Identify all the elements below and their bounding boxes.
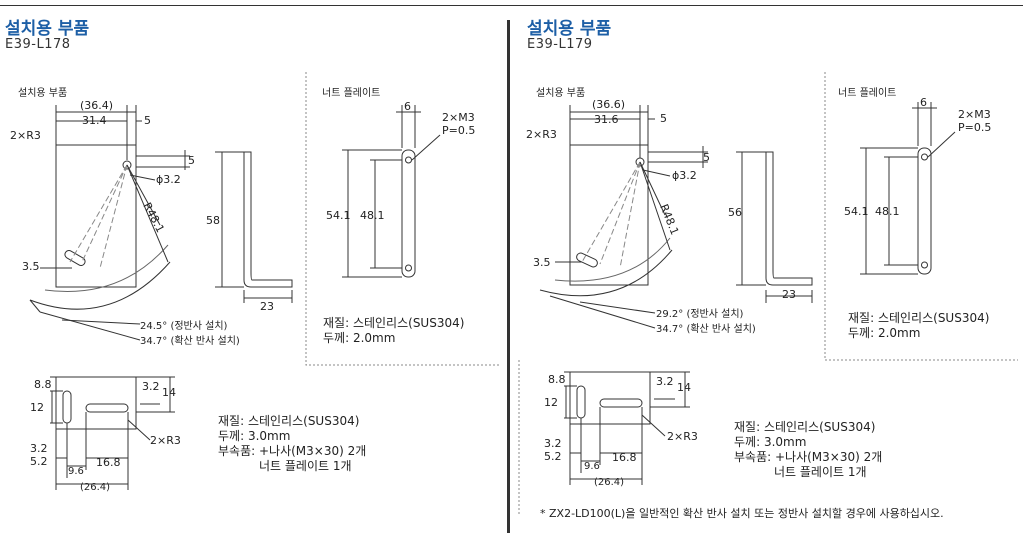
- left-bracket-label: 설치용 부품: [18, 88, 68, 99]
- right-bracket-front: [569, 144, 649, 286]
- left-nut-thickness: 두께: 2.0mm: [323, 331, 396, 345]
- left-heading: 설치용 부품: [5, 19, 90, 39]
- r-nut-dim-p05: P=0.5: [958, 121, 991, 134]
- dim-36-4: (36.4): [80, 99, 113, 112]
- left-nut-plate: [401, 149, 416, 278]
- r-dim-2r3a: 2×R3: [526, 128, 557, 141]
- right-arc-outer: [539, 249, 673, 297]
- right-nut-plate: [917, 147, 932, 275]
- b-dim-26-4: (26.4): [80, 482, 110, 493]
- right-nut-material: 재질: 스테인리스(SUS304): [848, 311, 990, 325]
- right-slot-hole: [576, 252, 598, 268]
- b-dim-2r3: 2×R3: [150, 434, 181, 447]
- right-accessory-2: 너트 플레이트 1개: [774, 465, 867, 479]
- b-dim-3-2a: 3.2: [142, 380, 160, 393]
- left-accessory-1: 부속품: +나사(M3×30) 2개: [218, 444, 367, 458]
- left-bracket-hole: [122, 160, 132, 170]
- b-dim-9-6: 9.6: [68, 466, 84, 477]
- right-material: 재질: 스테인리스(SUS304): [734, 420, 876, 434]
- b-dim-8-8: 8.8: [34, 378, 52, 391]
- b-dim-16-8: 16.8: [96, 456, 121, 469]
- nut-dim-6: 6: [404, 100, 411, 113]
- r-b-dim-9-6: 9.6: [584, 461, 600, 472]
- r-nut-dim-6: 6: [920, 96, 927, 109]
- left-bottom-slot-h: [85, 403, 129, 413]
- dim-phi: ϕ3.2: [156, 173, 181, 186]
- r-nut-dim-48: 48.1: [875, 205, 900, 218]
- r-b-dim-12: 12: [544, 396, 558, 409]
- angle-2: 34.7° (확산 반사 설치): [140, 335, 240, 347]
- left-slot-hole: [64, 250, 86, 266]
- right-nut-frame: [824, 72, 1018, 361]
- r-b-dim-14: 14: [677, 381, 691, 394]
- right-footnote: * ZX2-LD100(L)을 일반적인 확산 반사 설치 또는 정반사 설치할…: [540, 507, 944, 520]
- center-divider: [507, 20, 510, 533]
- right-accessory-1: 부속품: +나사(M3×30) 2개: [734, 450, 883, 464]
- r-dim-5a: 5: [660, 112, 667, 125]
- r-dim-phi: ϕ3.2: [672, 169, 697, 182]
- left-thickness: 두께: 3.0mm: [218, 429, 291, 443]
- r-dim-5b: 5: [703, 151, 710, 164]
- r-nut-dim-2m3: 2×M3: [958, 108, 991, 121]
- dim-58: 58: [206, 214, 220, 227]
- right-bracket-side: [765, 151, 813, 286]
- r-b-dim-2r3: 2×R3: [667, 430, 698, 443]
- r-b-dim-3-2a: 3.2: [656, 375, 674, 388]
- nut-dim-48: 48.1: [360, 209, 385, 222]
- left-model: E39-L178: [5, 37, 71, 52]
- right-heading: 설치용 부품: [527, 19, 612, 39]
- right-thickness: 두께: 3.0mm: [734, 435, 807, 449]
- left-arc-outer: [29, 261, 171, 310]
- top-rule: [0, 5, 1023, 6]
- dim-5b: 5: [188, 154, 195, 167]
- r-b-dim-26-4: (26.4): [594, 477, 624, 488]
- left-nut-frame: [305, 72, 500, 366]
- left-accessory-2: 너트 플레이트 1개: [259, 459, 352, 473]
- right-nut-label: 너트 플레이트: [838, 88, 897, 99]
- left-nut-label: 너트 플레이트: [322, 88, 381, 99]
- right-nut-thickness: 두께: 2.0mm: [848, 326, 921, 340]
- dim-5a: 5: [144, 114, 151, 127]
- left-bracket-side: [243, 151, 293, 288]
- nut-dim-54: 54.1: [326, 209, 351, 222]
- right-bracket-bottom: [569, 371, 651, 425]
- r-dim-56: 56: [728, 206, 742, 219]
- b-dim-14: 14: [162, 386, 176, 399]
- r-angle-1: 29.2° (정반사 설치): [656, 308, 744, 320]
- b-dim-3-2b: 3.2: [30, 442, 48, 455]
- nut-dim-2m3: 2×M3: [442, 111, 475, 124]
- nut-dim-p05: P=0.5: [442, 124, 475, 137]
- b-dim-5-2: 5.2: [30, 455, 48, 468]
- r-b-dim-16-8: 16.8: [612, 451, 637, 464]
- dim-3-5: 3.5: [22, 260, 40, 273]
- left-material: 재질: 스테인리스(SUS304): [218, 414, 360, 428]
- r-b-dim-3-2b: 3.2: [544, 437, 562, 450]
- dim-31-4: 31.4: [82, 114, 107, 127]
- dim-2r3a: 2×R3: [10, 129, 41, 142]
- dim-23: 23: [260, 300, 274, 313]
- left-nut-material: 재질: 스테인리스(SUS304): [323, 316, 465, 330]
- r-dim-3-5: 3.5: [533, 256, 551, 269]
- right-model: E39-L179: [527, 37, 593, 52]
- left-bracket-bottom: [55, 376, 137, 430]
- angle-1: 24.5° (정반사 설치): [140, 320, 228, 332]
- r-dim-31-6: 31.6: [594, 113, 619, 126]
- right-bottom-slot-h: [599, 398, 643, 408]
- r-dim-r48: R48.1: [657, 202, 681, 237]
- r-dim-23: 23: [782, 288, 796, 301]
- r-angle-2: 34.7° (확산 반사 설치): [656, 323, 756, 335]
- right-bracket-label: 설치용 부품: [536, 88, 586, 99]
- r-dim-36-6: (36.6): [592, 98, 625, 111]
- r-b-dim-8-8: 8.8: [548, 373, 566, 386]
- r-b-dim-5-2: 5.2: [544, 450, 562, 463]
- r-nut-dim-54: 54.1: [844, 205, 869, 218]
- left-bracket-front: [55, 144, 137, 288]
- b-dim-12: 12: [30, 401, 44, 414]
